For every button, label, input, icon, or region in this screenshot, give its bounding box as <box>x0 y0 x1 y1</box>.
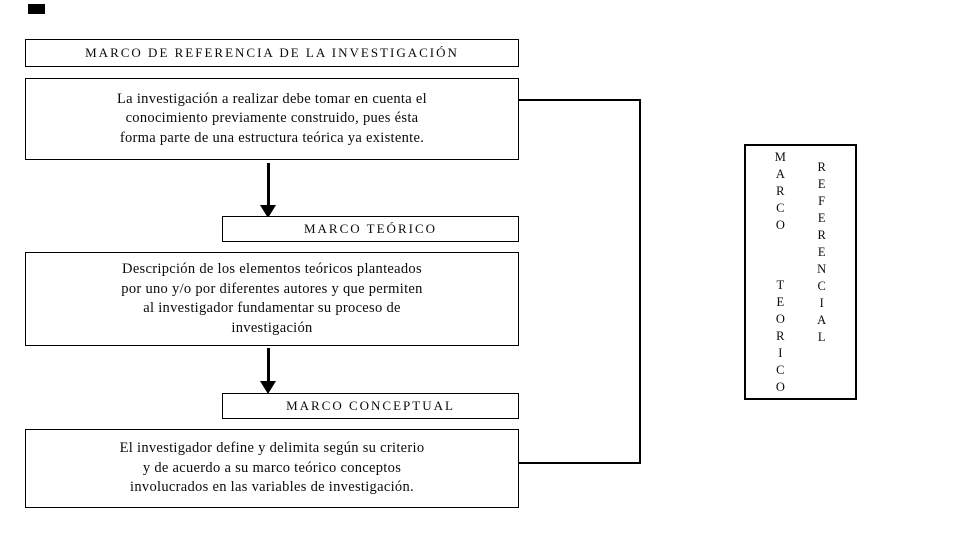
connector-top-horizontal-line <box>519 99 641 101</box>
side-box-column-referencial: REFERENCIAL <box>814 160 829 347</box>
down-arrow-1-head <box>260 205 276 218</box>
box3-body-text: El investigador define y delimita según … <box>25 429 519 508</box>
down-arrow-1-shaft <box>266 163 270 205</box>
down-arrow-2-shaft <box>266 348 270 381</box>
side-box-column-marco-teorico: MARCO TEORICO <box>773 150 788 397</box>
scan-artifact-mark <box>28 4 45 14</box>
down-arrow-2-head <box>260 381 276 394</box>
connector-vertical-line <box>639 99 641 464</box>
box2-title-marco-teorico: MARCO TEÓRICO <box>222 216 519 242</box>
box3-title-marco-conceptual: MARCO CONCEPTUAL <box>222 393 519 419</box>
side-box-marco-teorico-referencial: MARCO TEORICO REFERENCIAL <box>744 144 857 400</box>
down-arrow-2 <box>260 348 276 394</box>
connector-bottom-horizontal-line <box>519 462 641 464</box>
box1-title-marco-de-referencia: MARCO DE REFERENCIA DE LA INVESTIGACIÓN <box>25 39 519 67</box>
box2-body-text: Descripción de los elementos teóricos pl… <box>25 252 519 346</box>
box1-body-text: La investigación a realizar debe tomar e… <box>25 78 519 160</box>
down-arrow-1 <box>260 163 276 218</box>
